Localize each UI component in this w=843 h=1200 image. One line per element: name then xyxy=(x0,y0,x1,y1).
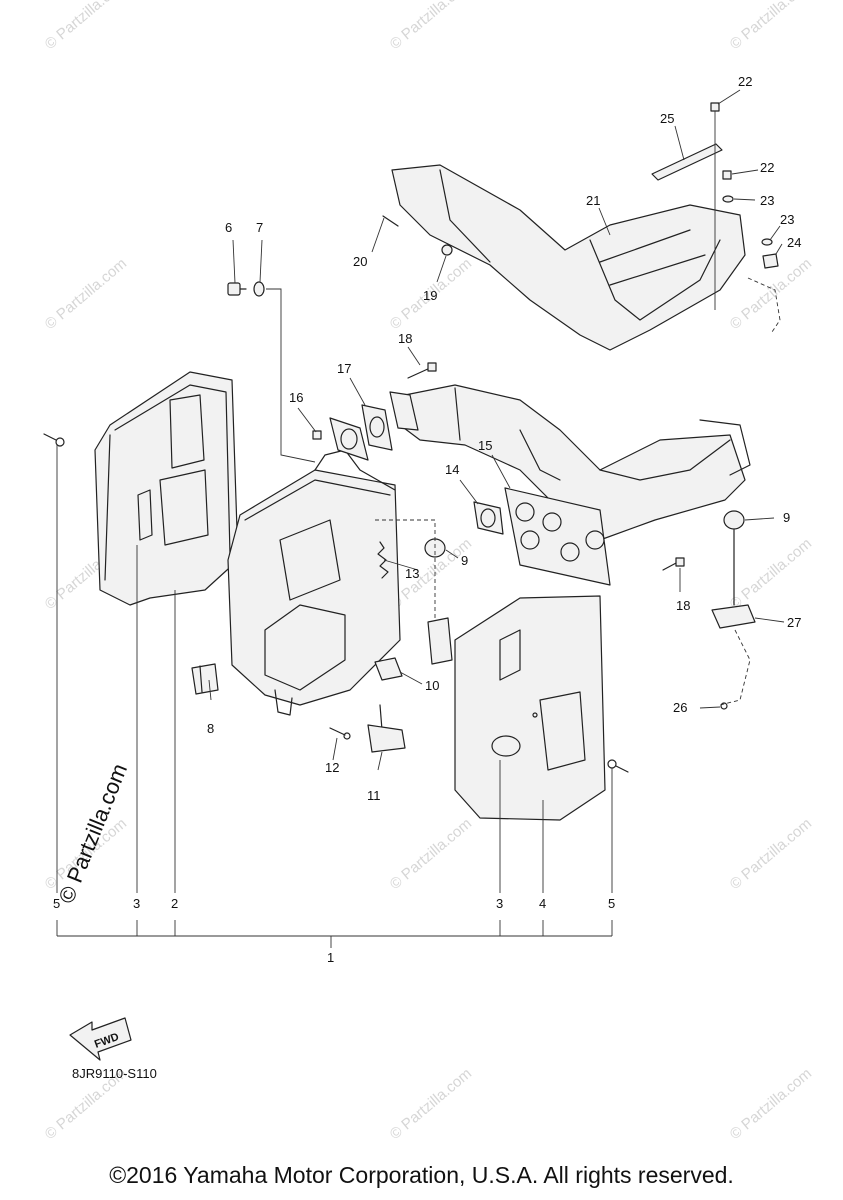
callout-27: 27 xyxy=(787,615,801,630)
gasket-15 xyxy=(504,487,611,586)
bracket-11 xyxy=(367,704,406,753)
callout-5-left: 5 xyxy=(53,896,60,911)
callout-23-upper: 23 xyxy=(760,193,774,208)
watermark: © Partzilla.com xyxy=(727,815,815,893)
callout-21: 21 xyxy=(586,193,600,208)
watermark: © Partzilla.com xyxy=(727,0,815,53)
clip-left xyxy=(43,433,65,447)
callout-14: 14 xyxy=(445,462,459,477)
callout-24: 24 xyxy=(787,235,801,250)
bolt-18-lower xyxy=(662,557,685,571)
front-heat-shield xyxy=(454,595,606,821)
callout-25: 25 xyxy=(660,111,674,126)
bolt-18-upper xyxy=(407,362,437,379)
callout-12: 12 xyxy=(325,760,339,775)
watermark: © Partzilla.com xyxy=(387,815,475,893)
spring-13 xyxy=(377,541,389,579)
rubber-mount-9-right xyxy=(723,510,745,530)
fwd-arrow-icon: FWD xyxy=(69,1017,132,1061)
bolt-22-mid xyxy=(722,170,732,180)
nut-19 xyxy=(441,244,453,256)
callout-9-right: 9 xyxy=(783,510,790,525)
watermark: © Partzilla.com xyxy=(387,0,475,53)
callout-10: 10 xyxy=(425,678,439,693)
screw-12 xyxy=(329,727,351,740)
callout-7: 7 xyxy=(256,220,263,235)
washer-7 xyxy=(253,281,265,297)
leader-7 xyxy=(266,288,316,463)
band-26 xyxy=(719,629,751,710)
exhaust-pipe xyxy=(399,384,751,541)
leader-lines xyxy=(56,89,785,893)
callout-20: 20 xyxy=(353,254,367,269)
callout-22-mid: 22 xyxy=(760,160,774,175)
left-heat-shield xyxy=(94,371,239,606)
callout-19: 19 xyxy=(423,288,437,303)
callout-18-lower: 18 xyxy=(676,598,690,613)
callout-3-right: 3 xyxy=(496,896,503,911)
bracket-25 xyxy=(651,143,723,181)
gasket-16 xyxy=(329,417,369,461)
damper-8 xyxy=(191,663,219,695)
mount-10 xyxy=(374,657,403,681)
diagram-code: 8JR9110-S110 xyxy=(72,1066,157,1081)
callout-1: 1 xyxy=(327,950,334,965)
callout-22-top: 22 xyxy=(738,74,752,89)
callout-3-left: 3 xyxy=(133,896,140,911)
nut-16 xyxy=(312,430,322,440)
callout-23-lower: 23 xyxy=(780,212,794,227)
upper-heat-shield-21 xyxy=(391,164,746,351)
callout-8: 8 xyxy=(207,721,214,736)
washer-23 xyxy=(722,195,773,246)
bolt-6 xyxy=(227,282,247,296)
callout-2: 2 xyxy=(171,896,178,911)
callout-4: 4 xyxy=(539,896,546,911)
callout-11: 11 xyxy=(367,788,381,803)
bolt-22-top xyxy=(710,102,720,310)
callout-9-center: 9 xyxy=(461,553,468,568)
callout-15: 15 xyxy=(478,438,492,453)
callout-18-upper: 18 xyxy=(398,331,412,346)
callout-13: 13 xyxy=(405,566,419,581)
gasket-17 xyxy=(361,404,393,451)
watermark: © Partzilla.com xyxy=(42,255,130,333)
assembly-bracket xyxy=(56,920,613,948)
callout-labels: 1 5 3 2 3 4 5 6 7 8 9 9 10 11 12 13 14 1… xyxy=(53,74,801,965)
bracket-27 xyxy=(711,529,756,629)
callout-6: 6 xyxy=(225,220,232,235)
muffler xyxy=(227,449,401,716)
callout-5-right: 5 xyxy=(608,896,615,911)
callout-17: 17 xyxy=(337,361,351,376)
watermark: © Partzilla.com xyxy=(727,535,815,613)
bolt-20 xyxy=(382,215,399,227)
watermark: © Partzilla.com xyxy=(42,0,130,53)
gasket-14 xyxy=(473,501,504,535)
watermark: © Partzilla.com xyxy=(727,1065,815,1143)
copyright-notice: ©2016 Yamaha Motor Corporation, U.S.A. A… xyxy=(109,1162,734,1188)
clip-right xyxy=(607,759,629,773)
watermark: © Partzilla.com xyxy=(387,1065,475,1143)
mount-bracket xyxy=(375,519,453,665)
flange-gasket xyxy=(389,391,419,431)
callout-16: 16 xyxy=(289,390,303,405)
callout-26: 26 xyxy=(673,700,687,715)
clip-24 xyxy=(747,253,781,333)
